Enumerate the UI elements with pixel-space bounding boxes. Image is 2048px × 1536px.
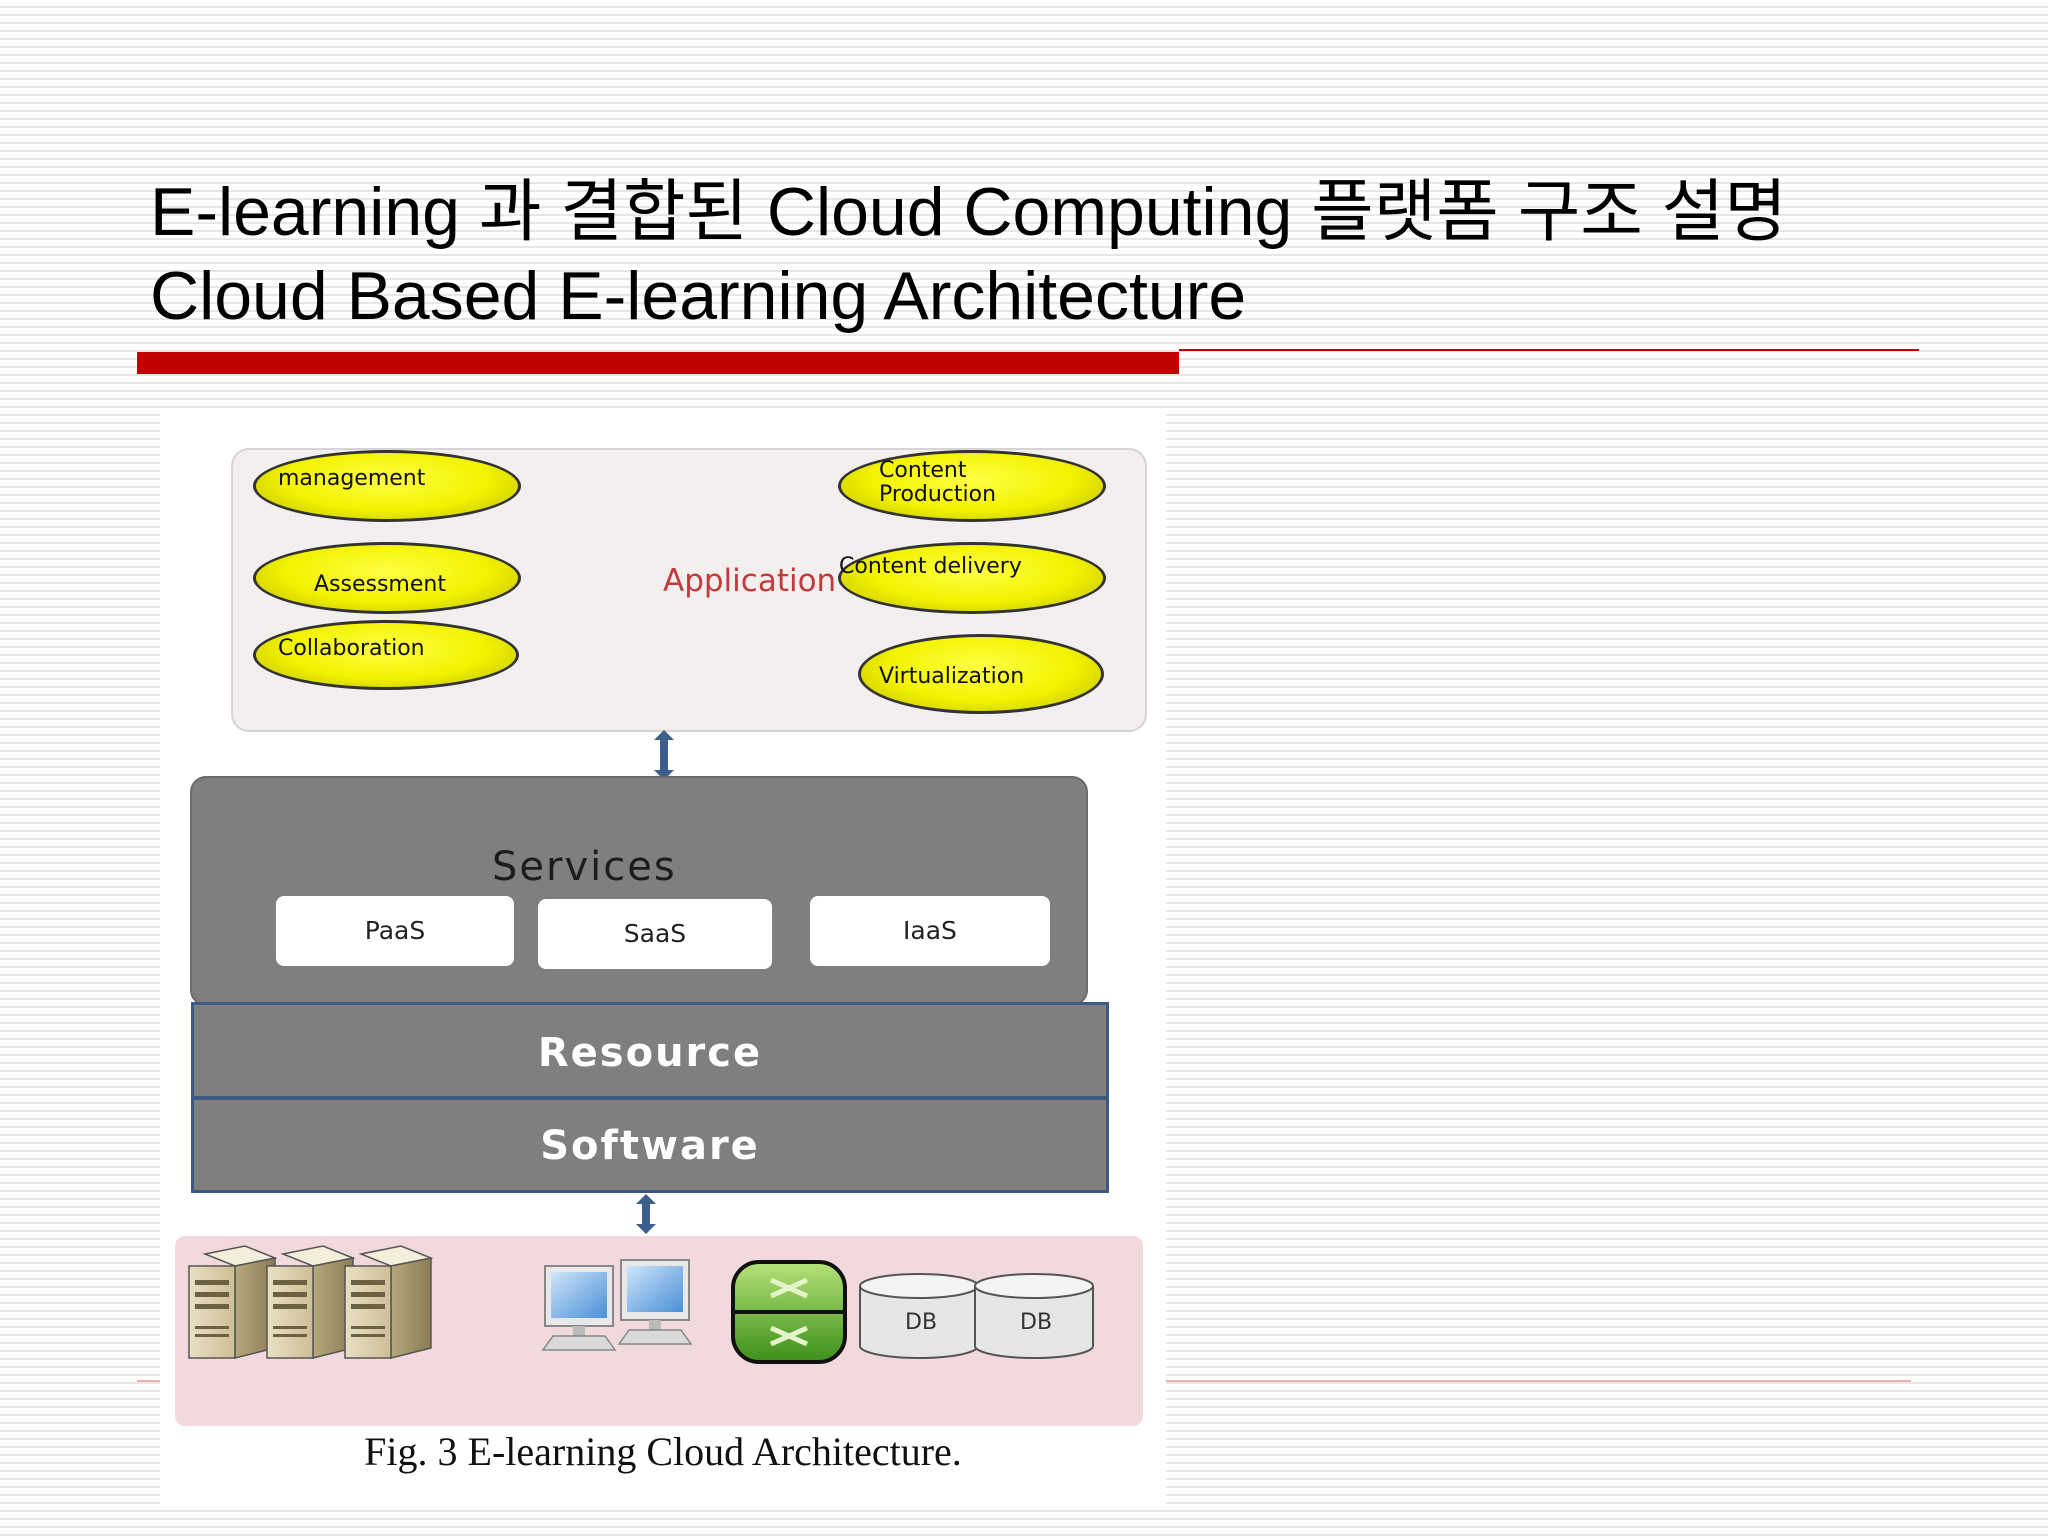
resource-layer: Resource [191,1002,1109,1098]
module-label: Virtualization [879,664,1025,689]
services-layer: Services PaaS SaaS IaaS [190,776,1088,1006]
double-arrow-icon [636,1194,656,1234]
architecture-figure: Application management Assessment Collab… [160,412,1166,1504]
db-label: DB [905,1310,937,1335]
footer-rule-right [1166,1380,1911,1382]
module-content-delivery: Content delivery [838,542,1106,614]
double-arrow-icon [654,730,674,780]
module-collaboration: Collaboration [253,620,519,690]
service-saas: SaaS [538,899,772,969]
module-content-production: Content Production [838,450,1106,522]
application-label: Application [663,563,837,599]
computer-icon [617,1259,693,1345]
module-assessment: Assessment [253,542,521,614]
server-icon [188,1245,278,1359]
title-underline-thick [137,352,1179,374]
title-line-2: Cloud Based E-learning Architecture [150,258,1247,334]
storage-node-icon [731,1260,847,1364]
module-virtualization: Virtualization [858,634,1104,714]
application-layer: Application management Assessment Collab… [231,448,1147,732]
module-label: Assessment [314,572,446,597]
module-label: Content delivery [839,554,1022,579]
database-icon [974,1273,1094,1359]
server-icon [266,1245,356,1359]
service-paas: PaaS [276,896,514,966]
hardware-icons: DB DB [188,1245,1094,1364]
server-icon [344,1245,434,1359]
slide-title: E-learning 과 결합된 Cloud Computing 플랫폼 구조 … [150,170,1950,338]
hardware-layer: DB DB [175,1236,1143,1426]
software-layer: Software [191,1097,1109,1193]
module-label: Collaboration [278,636,425,661]
services-label: Services [492,844,677,890]
module-management: management [253,450,521,522]
database-icon [859,1273,979,1359]
footer-rule-left [137,1380,160,1382]
figure-caption: Fig. 3 E-learning Cloud Architecture. [364,1429,962,1474]
title-underline-thin [1179,349,1919,351]
computer-icon [541,1265,617,1351]
module-label: management [278,466,426,491]
db-label: DB [1020,1310,1052,1335]
title-line-1: E-learning 과 결합된 Cloud Computing 플랫폼 구조 … [150,174,1787,250]
module-label: Content Production [879,458,997,507]
service-iaas: IaaS [810,896,1050,966]
